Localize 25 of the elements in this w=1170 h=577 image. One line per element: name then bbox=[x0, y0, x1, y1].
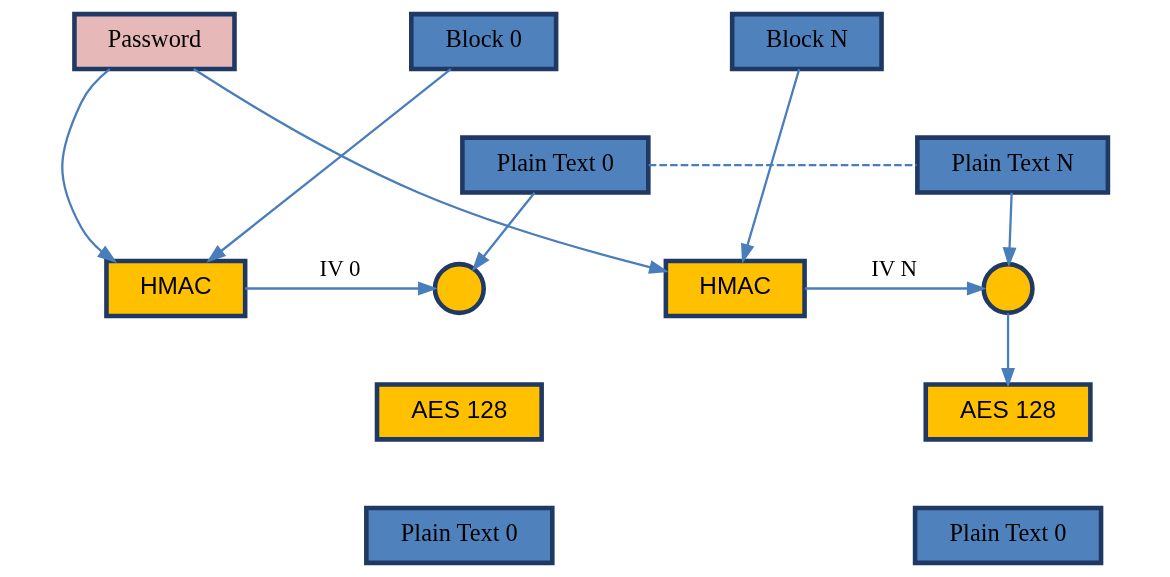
node-box: Plain Text 0 bbox=[364, 505, 555, 566]
arrow bbox=[206, 68, 452, 263]
edge-label: IV N bbox=[871, 256, 918, 282]
node-box: Plain Text N bbox=[915, 135, 1111, 195]
arrow bbox=[245, 281, 438, 296]
node-box: Plain Text 0 bbox=[912, 505, 1104, 566]
edge-label: IV 0 bbox=[319, 256, 361, 282]
arrow bbox=[741, 68, 801, 264]
node-box: HMAC bbox=[104, 258, 248, 319]
arrow bbox=[804, 281, 987, 296]
node-box: Block N bbox=[729, 11, 884, 72]
node-box: HMAC bbox=[663, 258, 807, 319]
connector bbox=[648, 163, 917, 167]
node-box: AES 128 bbox=[374, 382, 544, 442]
arrow bbox=[193, 68, 669, 274]
arrow bbox=[471, 191, 536, 272]
node-circle bbox=[432, 261, 486, 316]
node-box: Block 0 bbox=[409, 11, 559, 72]
arrow bbox=[1001, 313, 1015, 388]
arrow bbox=[1002, 192, 1017, 268]
arrow bbox=[61, 68, 118, 263]
node-box: Password bbox=[72, 11, 237, 72]
node-circle bbox=[981, 261, 1035, 316]
node-box: AES 128 bbox=[923, 382, 1093, 442]
node-box: Plain Text 0 bbox=[460, 135, 651, 195]
